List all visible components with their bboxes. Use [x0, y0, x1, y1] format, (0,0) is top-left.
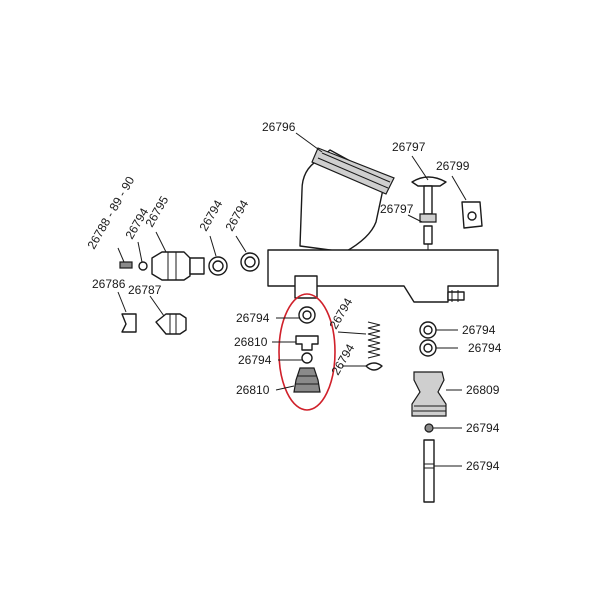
label-valve-stem-top: 26810 — [234, 335, 268, 349]
label-head-oring-a: 26794 — [196, 197, 225, 233]
valve-assembly — [293, 306, 321, 393]
label-head-cap: 26787 — [128, 283, 162, 297]
highlight-ellipse — [278, 293, 336, 411]
label-right-oring-c: 26794 — [466, 421, 500, 435]
label-right-pin: 26794 — [466, 459, 500, 473]
label-needle-screw: 26797 — [380, 202, 414, 216]
label-spring: 26794 — [326, 295, 355, 331]
label-right-housing: 26809 — [466, 383, 500, 397]
label-needle-cap: 26797 — [392, 140, 426, 154]
head-assembly — [119, 251, 260, 335]
label-right-oring-a: 26794 — [462, 323, 496, 337]
spring-part — [365, 321, 383, 371]
label-head-oring-b: 26794 — [222, 197, 251, 233]
label-right-oring-b: 26794 — [468, 341, 502, 355]
label-valve-oring-mid: 26794 — [238, 353, 272, 367]
color-cup-rim — [311, 147, 395, 195]
label-nozzle-parts: 26788 - 89 - 90 — [84, 174, 137, 252]
label-cup: 26796 — [262, 120, 296, 134]
leader-lines — [117, 132, 467, 467]
label-valve-oring-top: 26794 — [236, 311, 270, 325]
label-nozzle-cap: 26786 — [92, 277, 126, 291]
right-housing-assembly — [411, 321, 447, 503]
label-spring-clip: 26794 — [328, 341, 357, 377]
label-valve-stem-bottom: 26810 — [236, 383, 270, 397]
label-nut: 26799 — [436, 159, 470, 173]
needle-cap-assembly — [411, 176, 447, 250]
nut-part — [461, 201, 483, 229]
